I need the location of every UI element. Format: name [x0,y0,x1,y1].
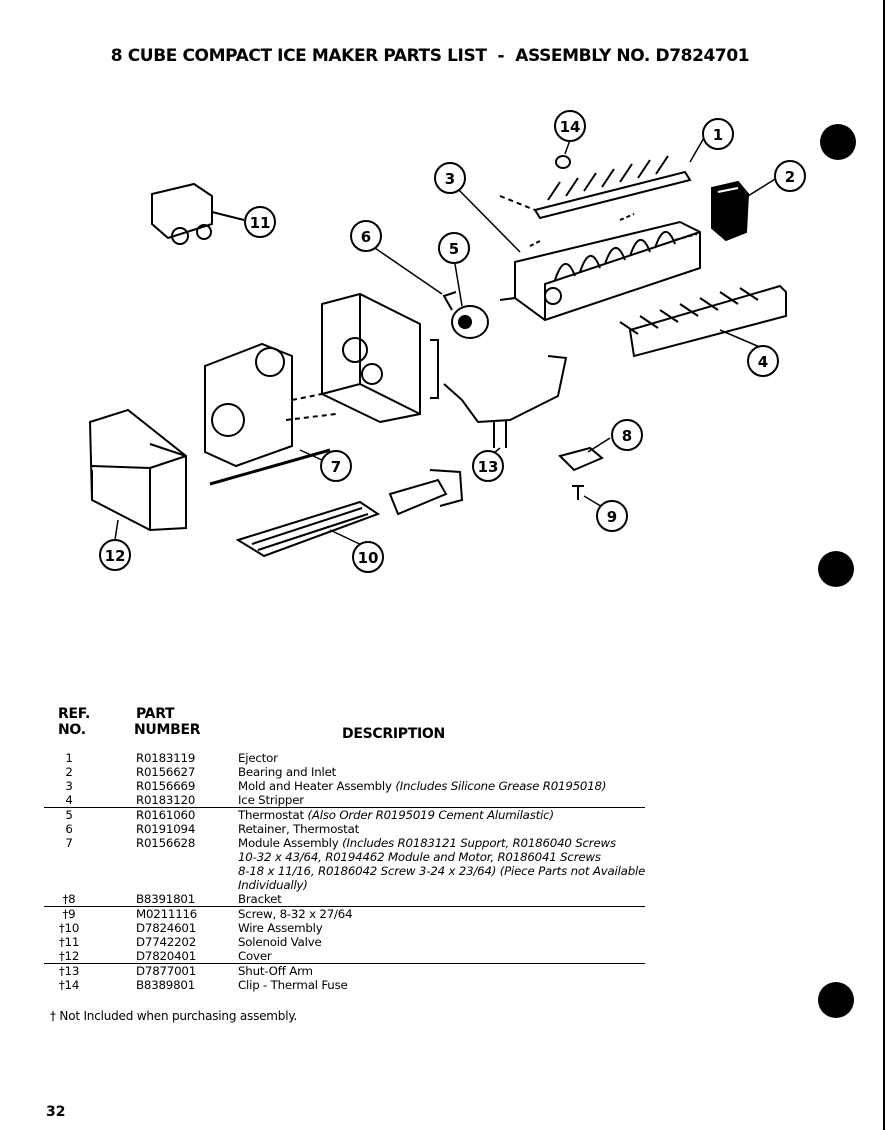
page-number: 32 [46,1104,66,1120]
binder-hole-middle [818,551,854,587]
callout-6: 6 [350,220,382,252]
callout-12: 12 [99,539,131,571]
callout-1: 1 [702,118,734,150]
svg-text:5: 5 [449,240,459,258]
callout-4: 4 [747,345,779,377]
table-row: 8-18 x 11/16, R0186042 Screw 3-24 x 23/6… [238,864,646,878]
svg-text:2: 2 [785,168,795,186]
solenoid-valve-part [151,182,245,245]
svg-text:1: 1 [713,126,723,144]
svg-text:4: 4 [758,353,768,371]
callout-13: 13 [472,450,504,482]
svg-text:9: 9 [607,508,617,526]
callout-7: 7 [320,450,352,482]
exploded-parts-diagram: 1 2 3 4 5 6 7 8 9 10 11 12 13 14 [88,110,806,573]
ice-stripper-part [619,284,787,358]
svg-text:11: 11 [250,214,271,232]
ejector-part [499,155,692,220]
callout-10: 10 [352,541,384,573]
svg-text:6: 6 [361,228,371,246]
svg-text:14: 14 [560,118,581,136]
shut-off-arm-part [443,355,568,448]
svg-text:10: 10 [358,549,379,567]
table-row: 10-32 x 43/64, R0194462 Module and Motor… [238,850,601,864]
header-part-line2: NUMBER [134,722,201,738]
binder-hole-bottom [818,982,854,1018]
svg-text:3: 3 [445,170,455,188]
bracket-screw-part [558,446,604,500]
callout-3: 3 [434,162,466,194]
mold-heater-part [499,213,701,322]
callout-11: 11 [244,206,276,238]
svg-text:8: 8 [622,427,632,445]
binder-hole-top [820,124,856,160]
header-ref-line2: NO. [58,722,86,738]
svg-text:13: 13 [478,458,499,476]
table-row: Individually) [238,878,308,892]
header-ref-line1: REF. [58,706,90,722]
wire-assembly-part [235,469,464,558]
bearing-inlet-part [711,180,750,242]
cover-part [88,408,187,532]
thermostat-part [442,291,489,339]
callout-2: 2 [774,160,806,192]
callout-5: 5 [438,232,470,264]
svg-text:12: 12 [105,547,126,565]
callout-14: 14 [554,110,586,142]
page-border [883,0,885,1130]
header-part-line1: PART [136,706,175,722]
callout-9: 9 [596,500,628,532]
module-housing-part [204,292,439,486]
callout-8: 8 [611,419,643,451]
header-description: DESCRIPTION [342,726,445,742]
footnote: † Not Included when purchasing assembly. [50,1009,298,1023]
svg-text:7: 7 [331,458,341,476]
page-title: 8 CUBE COMPACT ICE MAKER PARTS LIST - AS… [110,46,750,66]
